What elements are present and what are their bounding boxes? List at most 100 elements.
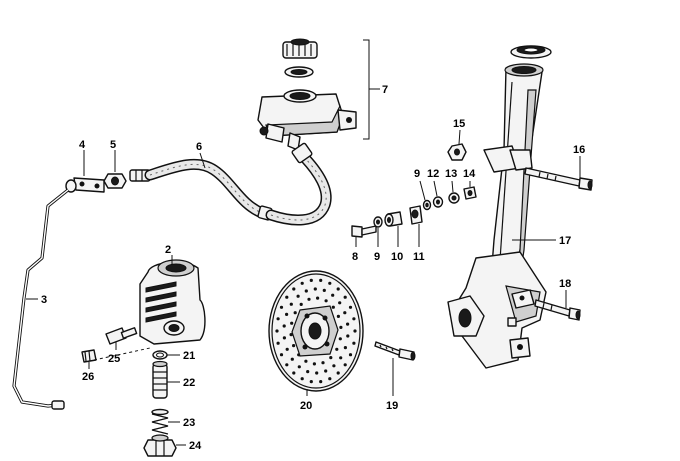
disc-drill-hole <box>304 289 308 293</box>
callout-15: 15 <box>453 118 465 130</box>
callout-24: 24 <box>189 440 202 452</box>
disc-drill-hole <box>289 333 293 337</box>
disc-drill-hole <box>339 325 343 329</box>
disc-drill-hole <box>335 347 339 351</box>
disc-drill-hole <box>275 329 279 333</box>
disc-drill-hole <box>328 377 332 381</box>
callout-7: 7 <box>382 84 388 96</box>
callout-13: 13 <box>445 168 457 180</box>
disc-drill-hole <box>343 295 347 299</box>
disc-drill-hole <box>339 356 343 360</box>
disc-drill-hole <box>299 302 303 306</box>
disc-bolt <box>374 341 416 361</box>
disc-drill-hole <box>292 371 296 375</box>
brake-disc <box>268 270 364 392</box>
disc-drill-hole <box>276 341 280 345</box>
mounting-bolt-8 <box>351 225 377 238</box>
disc-drill-hole <box>346 322 350 326</box>
disc-drill-hole <box>309 380 313 384</box>
disc-drill-hole <box>276 317 280 321</box>
callout-4: 4 <box>79 139 86 151</box>
disc-drill-hole <box>292 344 296 348</box>
callout-18: 18 <box>559 278 571 290</box>
washer-9a <box>373 216 383 228</box>
disc-drill-hole <box>290 357 294 361</box>
fork-leg-slider <box>447 45 552 369</box>
disc-drill-hole <box>296 294 300 298</box>
disc-drill-hole <box>282 336 286 340</box>
spring <box>151 408 169 435</box>
callout-16: 16 <box>573 144 585 156</box>
callout-22: 22 <box>183 377 195 389</box>
callout-10: 10 <box>391 251 403 263</box>
disc-drill-hole <box>309 278 313 282</box>
master-cylinder-reservoir <box>257 38 357 151</box>
callout-3: 3 <box>41 294 47 306</box>
brake-pipe <box>12 188 69 410</box>
disc-drill-hole <box>322 288 326 292</box>
caliper-bolt-18 <box>534 299 581 321</box>
disc-drill-hole <box>343 311 347 315</box>
disc-drill-hole <box>316 296 320 300</box>
callout-21: 21 <box>183 350 195 362</box>
disc-drill-hole <box>293 311 297 315</box>
disc-drill-hole <box>285 347 289 351</box>
disc-drill-hole <box>319 380 323 384</box>
callout-6: 6 <box>196 141 202 153</box>
disc-drill-hole <box>332 364 336 368</box>
disc-drill-hole <box>338 301 342 305</box>
disc-drill-hole <box>352 341 356 345</box>
washer-9b <box>422 199 432 211</box>
callout-20: 20 <box>300 400 312 412</box>
disc-drill-hole <box>300 281 304 285</box>
callout-5: 5 <box>110 139 116 151</box>
callout-17: 17 <box>559 235 571 247</box>
disc-drill-hole <box>343 363 347 367</box>
callout-14: 14 <box>463 168 476 180</box>
hose-bracket-and-nut <box>65 173 127 193</box>
disc-drill-hole <box>313 287 317 291</box>
brake-hose <box>129 142 332 226</box>
brake-caliper <box>139 259 206 345</box>
disc-drill-hole <box>306 370 310 374</box>
disc-drill-hole <box>292 287 296 291</box>
callout-9b: 9 <box>414 168 420 180</box>
disc-drill-hole <box>331 293 335 297</box>
callout-labels: 2 3 4 5 6 7 8 9 9 10 11 12 13 14 15 16 1… <box>41 84 585 452</box>
pinch-bolt-16 <box>524 167 593 191</box>
disc-drill-hole <box>352 317 356 321</box>
callout-9a: 9 <box>374 251 380 263</box>
disc-drill-hole <box>307 297 311 301</box>
disc-drill-hole <box>285 295 289 299</box>
disc-drill-hole <box>343 346 347 350</box>
disc-drill-hole <box>324 299 328 303</box>
callout-8: 8 <box>352 251 358 263</box>
bleed-nipple <box>105 327 138 345</box>
disc-drill-hole <box>338 337 342 341</box>
callout-25: 25 <box>108 353 120 365</box>
bushing-11 <box>409 205 423 225</box>
disc-drill-hole <box>279 353 284 357</box>
disc-drill-hole <box>290 321 294 325</box>
disc-drill-hole <box>348 305 353 309</box>
callout-19: 19 <box>386 400 398 412</box>
piston <box>152 360 168 399</box>
disc-drill-hole <box>346 334 350 338</box>
disc-drill-hole <box>328 281 332 285</box>
disc-drill-hole <box>336 287 340 291</box>
disc-drill-hole <box>285 312 289 316</box>
disc-drill-hole <box>336 371 340 375</box>
disc-drill-hole <box>289 302 293 306</box>
disc-drill-hole <box>324 369 328 373</box>
callout-23: 23 <box>183 417 195 429</box>
washer-13 <box>448 192 460 204</box>
callout-26: 26 <box>82 371 94 383</box>
callout-12: 12 <box>427 168 439 180</box>
spacer-10 <box>384 211 403 227</box>
disc-drill-hole <box>348 353 353 357</box>
disc-drill-hole <box>279 305 284 309</box>
disc-drill-hole <box>319 278 323 282</box>
disc-drill-hole <box>297 365 301 369</box>
disc-drill-hole <box>285 363 289 367</box>
